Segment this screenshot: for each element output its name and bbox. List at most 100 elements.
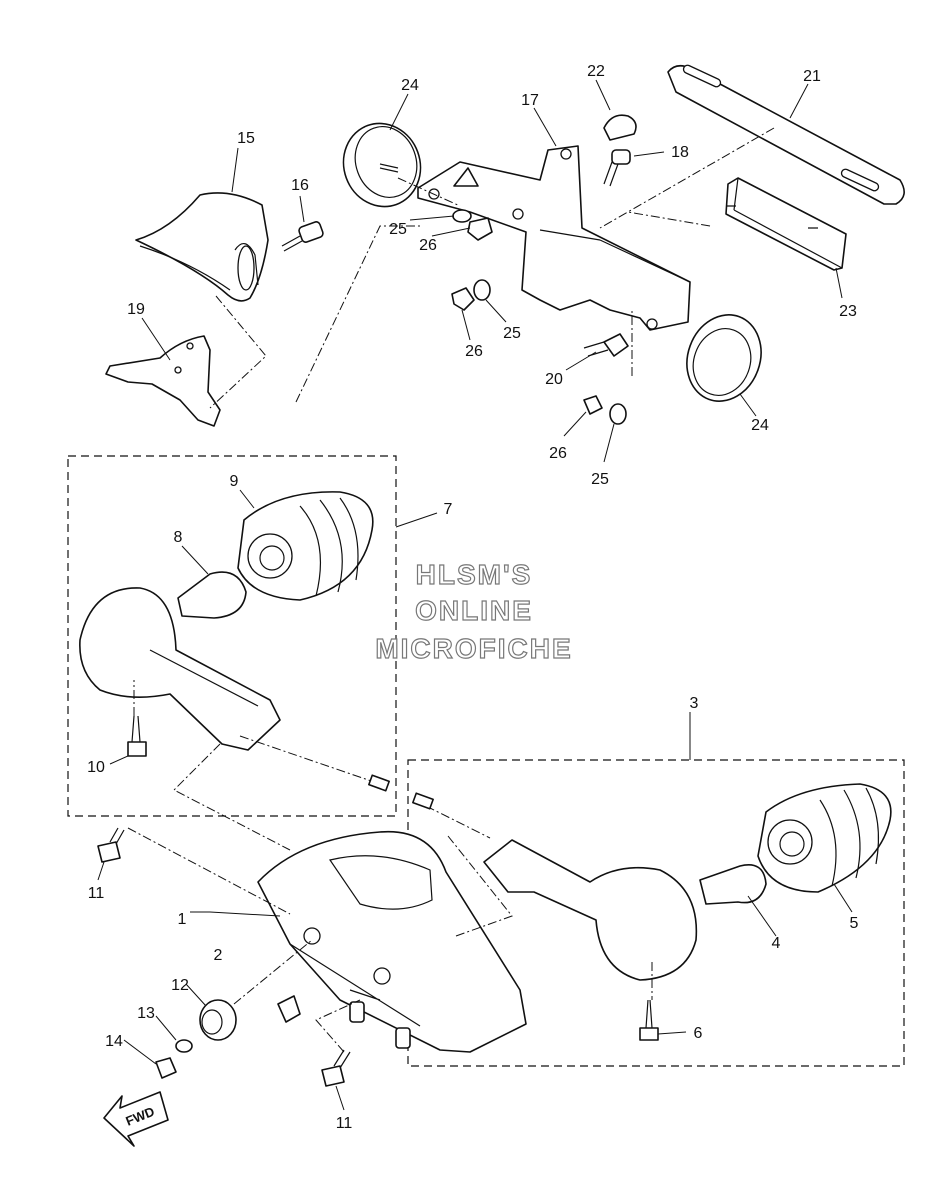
watermark-line-1: HLSM'S [416,559,533,590]
callout-17: 17 [521,92,539,109]
callout-16: 16 [291,177,309,194]
nut-26a [467,217,493,241]
leader-26a [431,227,471,237]
watermark-line-3: MICROFICHE [375,633,572,664]
callout-2: 2 [214,947,223,964]
callout-23: 23 [839,303,857,320]
leader-1-2 [190,911,281,917]
plate-light-23 [725,177,847,271]
screw-18 [603,149,631,187]
callout-10: 10 [87,759,105,776]
reflector-24-right [686,314,762,402]
leader-18 [633,151,665,157]
callout-9: 9 [230,473,239,490]
leader-24-right [739,393,757,417]
leader-9 [239,489,255,509]
grommet-12 [199,999,237,1041]
callout-6: 6 [694,1025,703,1042]
leader-25b [485,299,507,323]
callout-20: 20 [545,371,563,388]
reflector-24-top [342,122,422,208]
bolt-11-top [97,827,125,863]
leader-26c [563,411,587,437]
leader-11b [335,1085,345,1111]
callout-11-top: 11 [88,885,105,902]
leader-14 [123,1039,157,1065]
leader-20 [565,351,597,371]
assembly-line-11-housing [127,827,291,915]
fender-cover-15 [135,192,269,302]
cap-22 [603,114,637,141]
leader-7 [395,512,438,528]
assembly-line-19-bracket [295,225,420,403]
leader-25a [409,215,455,221]
leader-12 [185,983,207,1007]
callout-25c: 25 [591,471,609,488]
turn-signal-body-left [79,587,390,792]
screw-14 [155,1057,177,1079]
leader-25c [603,423,615,463]
callout-13: 13 [137,1005,155,1022]
lens-9 [237,491,374,601]
watermark-line-2: ONLINE [415,595,533,626]
callout-5: 5 [850,915,859,932]
assembly-line-15-19 [209,295,267,409]
assembly-line-23-bracket [627,211,711,227]
bulb-4 [699,864,767,905]
callout-11-bottom: 11 [336,1115,353,1132]
callout-26b: 26 [465,343,483,360]
tail-light-housing [257,830,527,1053]
bolt-20 [583,333,629,357]
washer-25b [473,279,491,301]
leader-17 [533,107,557,147]
callout-24-top: 24 [401,77,419,94]
assembly-line-24-bracket [397,177,461,207]
leader-8 [181,545,209,575]
callout-15: 15 [237,130,255,147]
washer-13 [175,1039,193,1053]
bolt-16 [281,221,324,252]
screw-10 [127,715,147,757]
callout-7: 7 [444,501,453,518]
leader-13 [155,1015,177,1041]
leader-11a [97,861,105,881]
leader-26b [461,309,471,341]
callout-4: 4 [772,935,781,952]
leader-5 [833,883,853,913]
callout-25a: 25 [389,221,407,238]
turn-signal-assembly-left-box [67,455,397,817]
forward-direction-arrow: FWD [103,1091,169,1147]
assembly-line-left-housing [173,743,291,851]
leader-22 [595,79,611,111]
callout-26a: 26 [419,237,437,254]
screw-6 [639,999,659,1041]
leader-24-top [389,93,409,131]
license-bracket-17 [417,145,691,331]
callout-25b: 25 [503,325,521,342]
washer-25c [609,403,627,425]
callout-21: 21 [803,68,821,85]
leader-23 [835,267,843,299]
callout-8: 8 [174,529,183,546]
callout-12: 12 [171,977,189,994]
callout-18: 18 [671,144,689,161]
leader-4 [747,895,777,937]
callout-26c: 26 [549,445,567,462]
leader-10 [109,755,129,765]
callout-3: 3 [690,695,699,712]
assembly-line-12-housing [233,939,313,1005]
lens-5 [757,783,892,893]
leader-19 [141,317,171,361]
leader-21 [789,83,809,119]
leader-6 [657,1031,687,1035]
bracket-19 [105,335,221,427]
callout-22: 22 [587,63,605,80]
callout-1: 1 [178,911,187,928]
assembly-line-11b-housing [315,999,361,1053]
callout-19: 19 [127,301,145,318]
assembly-line-right-housing [447,835,513,937]
nut-26b [451,287,475,311]
callout-24-right: 24 [751,417,769,434]
